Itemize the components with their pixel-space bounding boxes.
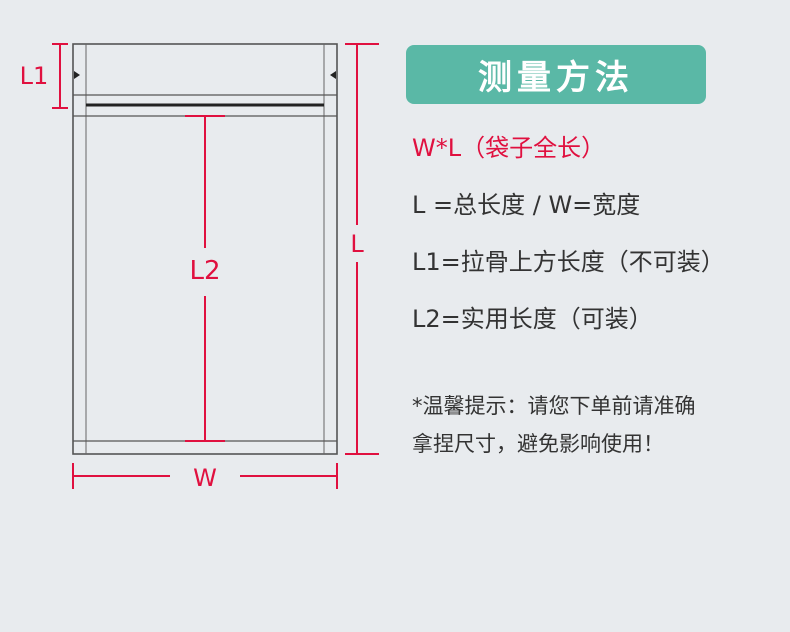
bag-measurement-diagram: L1 L2 L W <box>16 43 379 492</box>
l1-label-bg <box>16 60 52 90</box>
wl-definition: W*L（袋子全长） <box>412 134 606 162</box>
bag-outline <box>72 43 338 455</box>
l-label: L <box>350 230 364 258</box>
l1-label: L1 <box>20 62 49 90</box>
w-label: W <box>193 464 217 492</box>
tip-line-2: 拿捏尺寸，避免影响使用！ <box>412 432 664 456</box>
measurement-title-badge: 测量方法 <box>406 45 706 104</box>
l1-definition: L1=拉骨上方长度（不可装） <box>412 248 725 276</box>
l2-label: L2 <box>189 256 220 286</box>
tip-line-1: *温馨提示：请您下单前请准确 <box>412 394 696 418</box>
measurement-title: 测量方法 <box>478 58 634 98</box>
l-total-definition: L =总长度 / W=宽度 <box>412 191 641 219</box>
tear-notch-left-icon <box>74 71 80 79</box>
l2-definition: L2=实用长度（可装） <box>412 305 653 333</box>
tear-notch-right-icon <box>330 71 336 79</box>
